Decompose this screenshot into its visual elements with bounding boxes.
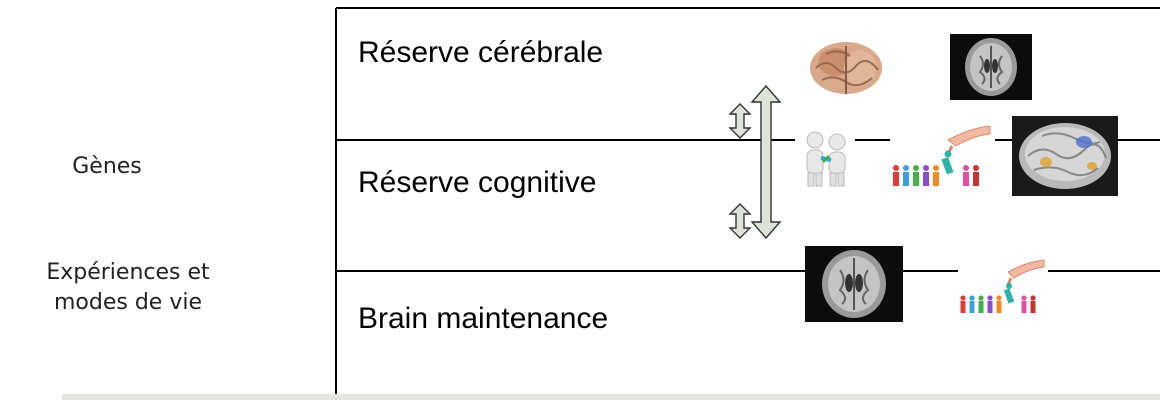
experiences-label-line2: modes de vie [53, 290, 202, 315]
footer-bar [62, 394, 1160, 400]
long-double-arrow-icon [750, 84, 782, 240]
people-selection-icon [958, 256, 1048, 316]
mri-scan-icon [805, 246, 903, 322]
brain-photo-icon [806, 38, 886, 100]
genes-label: Gènes [72, 154, 142, 179]
experiences-label: Expériences et modes de vie [8, 258, 248, 318]
brain-3d-icon [1012, 116, 1118, 196]
people-selection-icon [890, 120, 995, 190]
double-arrow-icon [728, 103, 752, 139]
row-title-cognitive-reserve: Réserve cognitive [358, 166, 597, 199]
double-arrow-icon [728, 203, 752, 239]
row-title-brain-maintenance: Brain maintenance [358, 302, 609, 335]
mri-scan-icon [950, 34, 1032, 100]
two-people-icon [795, 126, 855, 188]
experiences-label-line1: Expériences et [46, 260, 210, 285]
row-title-cerebral-reserve: Réserve cérébrale [358, 36, 604, 69]
